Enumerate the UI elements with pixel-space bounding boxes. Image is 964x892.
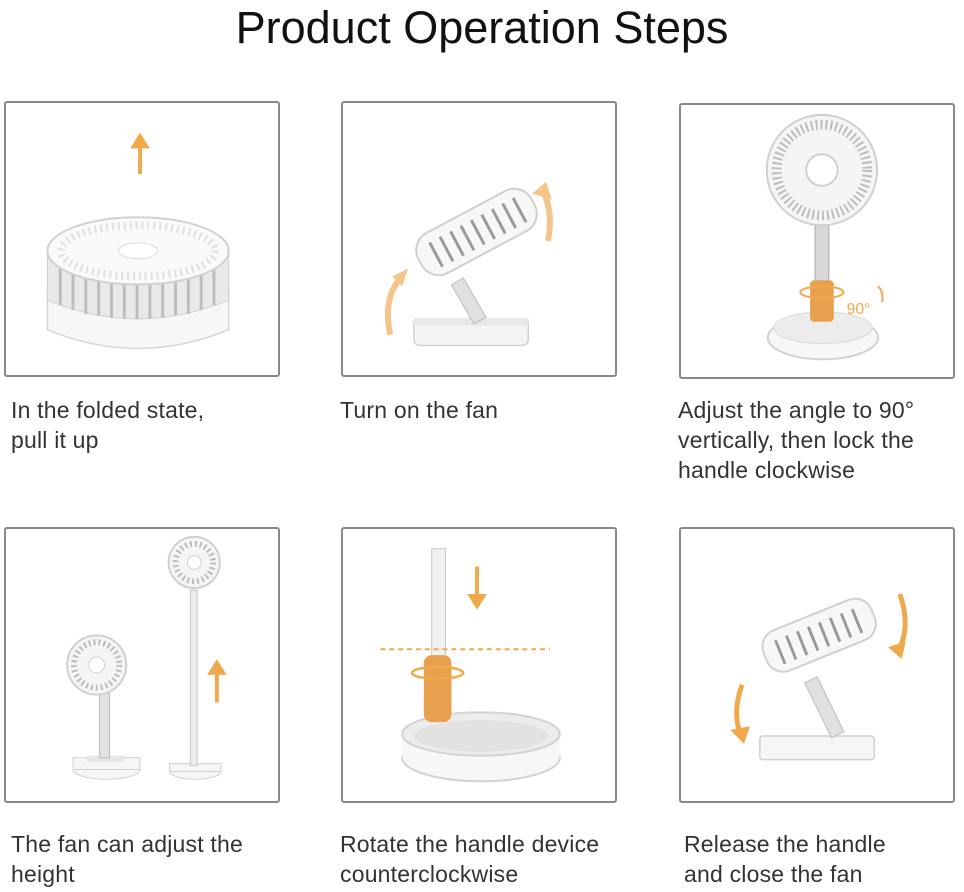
tilted-fan-icon bbox=[385, 181, 553, 347]
rotation-arrow-icon bbox=[410, 665, 465, 681]
caption-line: counterclockwise bbox=[340, 861, 519, 887]
step-4-image bbox=[4, 527, 280, 803]
fan-heights-icon bbox=[66, 535, 227, 780]
step-1-caption: In the folded state, pull it up bbox=[11, 395, 204, 455]
caption-line: pull it up bbox=[11, 427, 99, 453]
step-3-image: 90° bbox=[679, 103, 955, 379]
step-2-image bbox=[341, 101, 617, 377]
step-1-image bbox=[4, 101, 280, 377]
up-arrow-icon bbox=[130, 132, 150, 174]
step-2-caption: Turn on the fan bbox=[340, 395, 498, 425]
caption-line: Rotate the handle device bbox=[340, 831, 600, 857]
upright-fan-icon: 90° bbox=[765, 113, 884, 361]
caption-line: and close the fan bbox=[684, 861, 863, 887]
caption-line: height bbox=[11, 861, 75, 887]
closing-fan-icon bbox=[730, 593, 908, 761]
step-4-caption: The fan can adjust the height bbox=[11, 829, 243, 889]
step-5-caption: Rotate the handle device counterclockwis… bbox=[340, 829, 599, 889]
caption-line: The fan can adjust the bbox=[11, 831, 243, 857]
caption-line: Adjust the angle to 90° bbox=[678, 397, 915, 423]
step-3-caption: Adjust the angle to 90° vertically, then… bbox=[678, 395, 914, 485]
caption-line: In the folded state, bbox=[11, 397, 205, 423]
up-arrow-icon bbox=[207, 659, 227, 703]
page-title: Product Operation Steps bbox=[235, 2, 729, 53]
step-6-image bbox=[679, 527, 955, 803]
caption-line: Turn on the fan bbox=[340, 397, 499, 423]
caption-line: handle clockwise bbox=[678, 457, 856, 483]
folded-fan-icon bbox=[46, 132, 230, 350]
step-5-image bbox=[341, 527, 617, 803]
handle-rotation-icon bbox=[380, 548, 561, 783]
caption-line: Release the handle bbox=[684, 831, 886, 857]
caption-line: vertically, then lock the bbox=[678, 427, 914, 453]
down-arrow-icon bbox=[467, 566, 487, 610]
rotation-arrow-icon bbox=[799, 285, 845, 300]
angle-label: 90° bbox=[847, 301, 871, 318]
step-6-caption: Release the handle and close the fan bbox=[684, 829, 886, 889]
